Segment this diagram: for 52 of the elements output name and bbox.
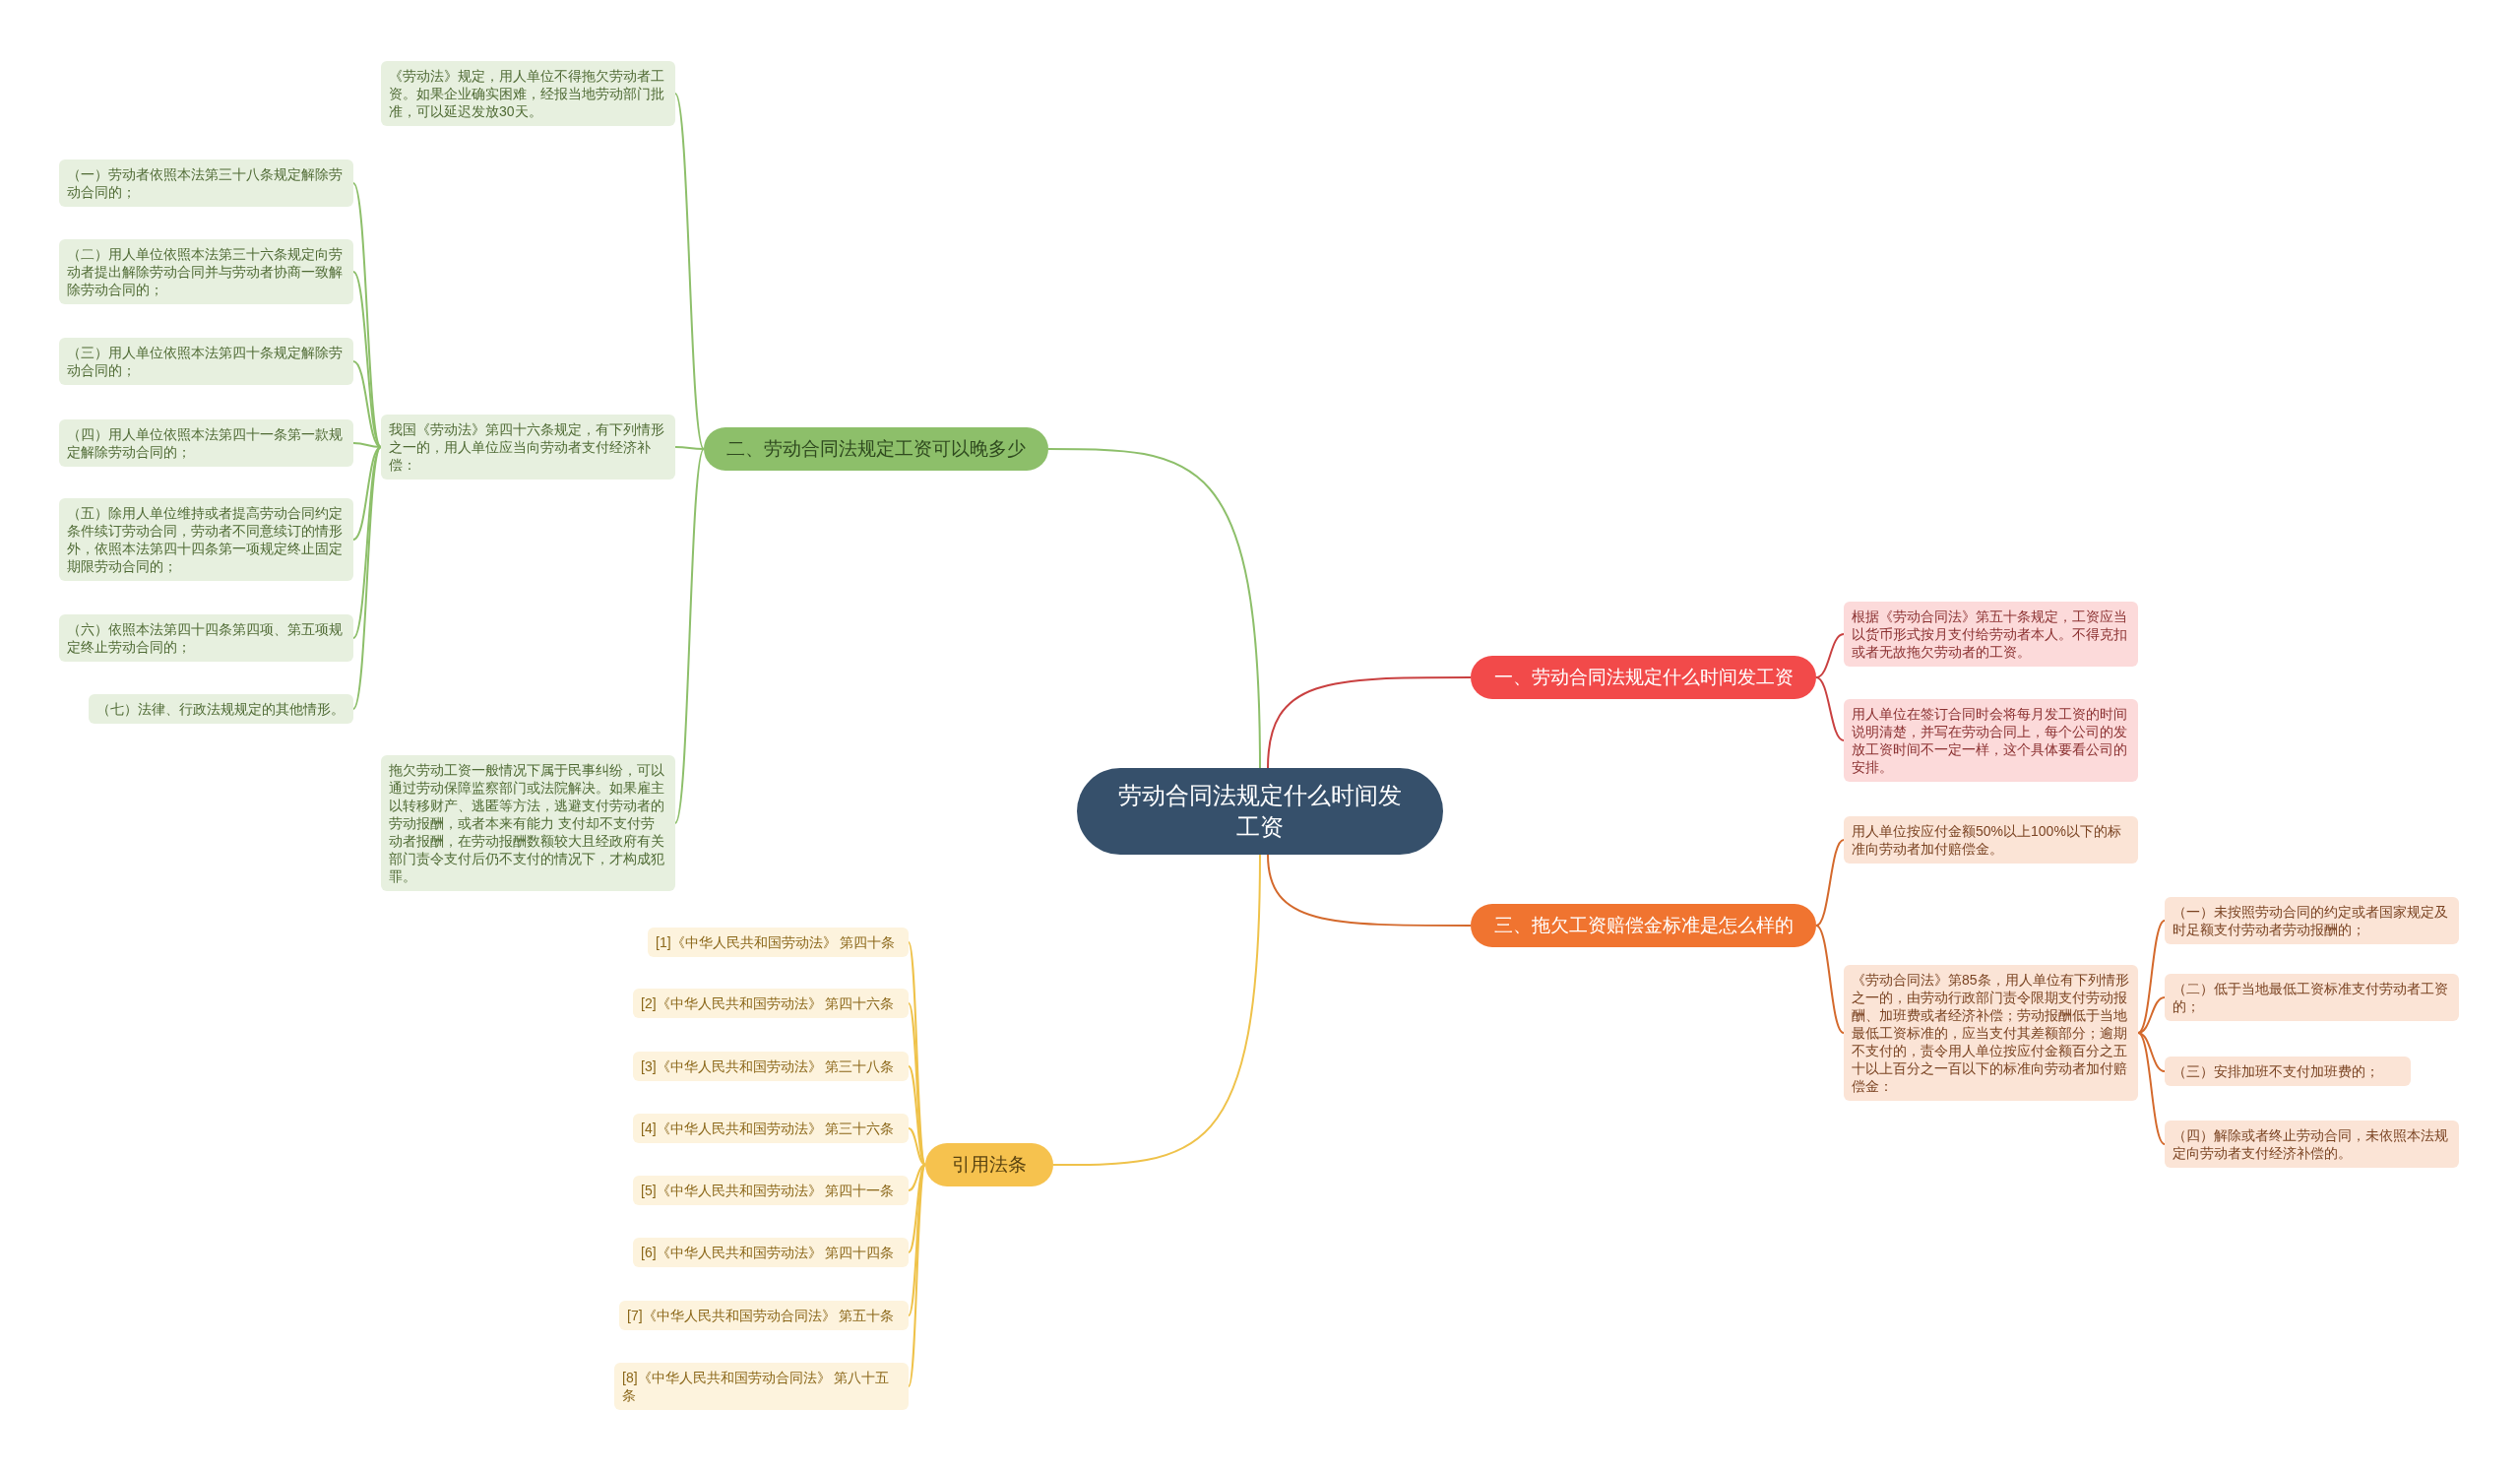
- leaf-note: [6]《中华人民共和国劳动法》 第四十四条: [633, 1238, 909, 1267]
- connector: [1267, 854, 1472, 927]
- leaf-note: （三）用人单位依照本法第四十条规定解除劳动合同的；: [59, 338, 353, 385]
- leaf-note: 根据《劳动合同法》第五十条规定，工资应当以货币形式按月支付给劳动者本人。不得克扣或者无故拖欠劳动者的工资。: [1844, 602, 2138, 667]
- connector: [674, 448, 705, 824]
- leaf-note: [8]《中华人民共和国劳动合同法》 第八十五条: [614, 1363, 909, 1410]
- leaf-note: （四）解除或者终止劳动合同，未依照本法规定向劳动者支付经济补偿的。: [2165, 1121, 2459, 1168]
- connector: [2137, 1032, 2166, 1072]
- connector: [1815, 633, 1845, 678]
- leaf-note: 《劳动合同法》第85条，用人单位有下列情形之一的，由劳动行政部门责令限期支付劳动报酬、加班费或者经济补偿；劳动报酬低于当地最低工资标准的，应当支付其差额部分；逾期不支付的，责令用人单位按应付金额百分之五十以上百分之一百以下的标准向劳动者加付赔偿金：: [1844, 965, 2138, 1101]
- leaf-note: （二）低于当地最低工资标准支付劳动者工资的；: [2165, 974, 2459, 1021]
- leaf-note: [7]《中华人民共和国劳动合同法》 第五十条: [619, 1301, 909, 1330]
- leaf-note: （三）安排加班不支付加班费的；: [2165, 1057, 2411, 1086]
- branch-topic: 一、劳动合同法规定什么时间发工资: [1471, 656, 1816, 699]
- central-topic: 劳动合同法规定什么时间发工资: [1077, 768, 1443, 855]
- connector: [1267, 676, 1472, 769]
- connector: [674, 93, 705, 450]
- leaf-note: [2]《中华人民共和国劳动法》 第四十六条: [633, 989, 909, 1018]
- connector: [1047, 448, 1261, 769]
- connector: [674, 446, 705, 450]
- leaf-note: （七）法律、行政法规规定的其他情形。: [89, 694, 353, 724]
- leaf-note: 用人单位按应付金额50%以上100%以下的标准向劳动者加付赔偿金。: [1844, 816, 2138, 864]
- connector: [1815, 925, 1845, 1034]
- branch-topic: 引用法条: [925, 1143, 1053, 1186]
- leaf-note: 拖欠劳动工资一般情况下属于民事纠纷，可以通过劳动保障监察部门或法院解决。如果雇主以转移财产、逃匿等方法，逃避支付劳动者的劳动报酬，或者本来有能力 支付却不支付劳动者报酬，在劳动报酬数额较大且经政府有关部门责令支付后仍不支付的情况下，才构成犯罪。: [381, 755, 675, 891]
- connector: [1052, 854, 1261, 1166]
- leaf-note: [3]《中华人民共和国劳动法》 第三十八条: [633, 1052, 909, 1081]
- connector: [352, 182, 382, 448]
- connector: [352, 446, 382, 541]
- leaf-note: （一）劳动者依照本法第三十八条规定解除劳动合同的；: [59, 160, 353, 207]
- connector: [2137, 1032, 2166, 1145]
- leaf-note: （六）依照本法第四十四条第四项、第五项规定终止劳动合同的；: [59, 614, 353, 662]
- connector: [908, 1164, 926, 1253]
- connector: [1815, 676, 1845, 741]
- connector: [908, 1127, 926, 1166]
- connector: [1815, 839, 1845, 927]
- branch-topic: 二、劳动合同法规定工资可以晚多少: [704, 427, 1048, 471]
- leaf-note: （一）未按照劳动合同的约定或者国家规定及时足额支付劳动者劳动报酬的；: [2165, 897, 2459, 944]
- leaf-note: [1]《中华人民共和国劳动法》 第四十条: [648, 928, 909, 957]
- leaf-note: （四）用人单位依照本法第四十一条第一款规定解除劳动合同的；: [59, 419, 353, 467]
- connector: [908, 1164, 926, 1191]
- connector: [2137, 920, 2166, 1034]
- leaf-note: （二）用人单位依照本法第三十六条规定向劳动者提出解除劳动合同并与劳动者协商一致解除劳动合同的；: [59, 239, 353, 304]
- leaf-note: [4]《中华人民共和国劳动法》 第三十六条: [633, 1114, 909, 1143]
- leaf-note: 《劳动法》规定，用人单位不得拖欠劳动者工资。如果企业确实困难，经报当地劳动部门批准，可以延迟发放30天。: [381, 61, 675, 126]
- connector: [2137, 996, 2166, 1034]
- connector: [352, 446, 382, 710]
- leaf-note: （五）除用人单位维持或者提高劳动合同约定条件续订劳动合同，劳动者不同意续订的情形外，依照本法第四十四条第一项规定终止固定期限劳动合同的；: [59, 498, 353, 581]
- leaf-note: 用人单位在签订合同时会将每月发工资的时间说明清楚，并写在劳动合同上，每个公司的发放工资时间不一定一样，这个具体要看公司的安排。: [1844, 699, 2138, 782]
- leaf-note: [5]《中华人民共和国劳动法》 第四十一条: [633, 1176, 909, 1205]
- leaf-note: 我国《劳动法》第四十六条规定，有下列情形之一的，用人单位应当向劳动者支付经济补偿：: [381, 415, 675, 480]
- branch-topic: 三、拖欠工资赔偿金标准是怎么样的: [1471, 904, 1816, 947]
